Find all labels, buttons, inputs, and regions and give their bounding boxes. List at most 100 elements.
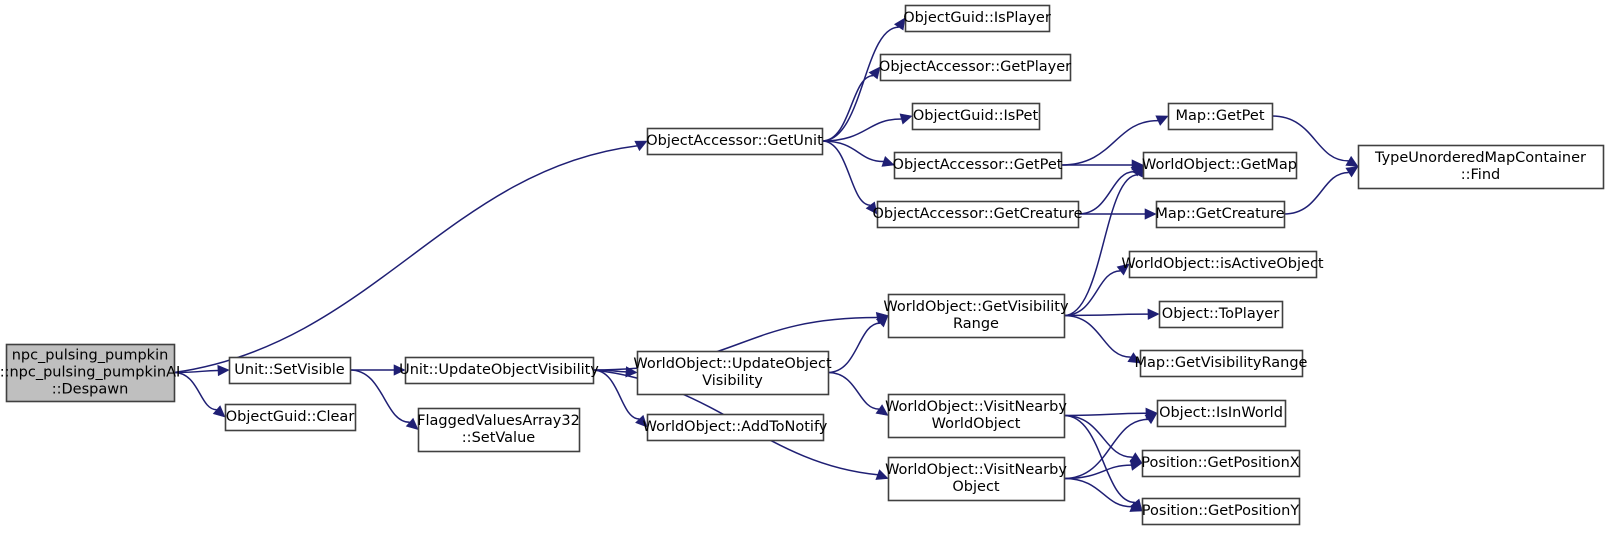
node-box-wogetmap[interactable] <box>1142 151 1298 180</box>
edge-setvisible-to-flaggedsetvalue <box>349 369 410 424</box>
node-label-mapgetvisrange: Map::GetVisibilityRange <box>1135 355 1308 371</box>
arrowhead-icon <box>875 404 889 416</box>
node-box-getcreature[interactable] <box>876 200 1080 229</box>
arrowhead-icon <box>899 113 913 125</box>
arrowhead-icon <box>212 405 226 418</box>
node-box-unitupdatevis[interactable] <box>404 356 595 385</box>
node-label-flaggedsetvalue: FlaggedValuesArray32::SetValue <box>417 413 580 446</box>
graph-node-isactiveobject[interactable]: WorldObject::isActiveObject <box>1121 250 1324 279</box>
node-label-toplayer: Object::ToPlayer <box>1162 306 1279 322</box>
node-box-mapgetvisrange[interactable] <box>1139 349 1304 378</box>
arrowhead-icon <box>1116 263 1130 276</box>
node-label-addtonotify: WorldObject::AddToNotify <box>643 419 828 435</box>
graph-node-mapgetcreature[interactable]: Map::GetCreature <box>1155 200 1286 229</box>
node-label-mapgetpet: Map::GetPet <box>1175 108 1264 124</box>
node-box-getpositionx[interactable] <box>1141 449 1301 478</box>
node-box-getunit[interactable] <box>646 127 824 156</box>
node-label-guidclear: ObjectGuid::Clear <box>226 409 355 425</box>
node-box-getpet[interactable] <box>893 151 1063 180</box>
node-label-typeunorderedfind: TypeUnorderedMapContainer::Find <box>1374 150 1586 183</box>
node-label-setvisible: Unit::SetVisible <box>234 362 345 378</box>
arrowhead-icon <box>875 315 889 328</box>
edge-woupdatevis-to-getvisrange <box>827 322 881 374</box>
edge-visitnearbyobj-to-getpositionx <box>1063 464 1132 480</box>
edge-visitnearbyobj-to-isinworld <box>1063 418 1149 480</box>
graph-node-guidispet[interactable]: ObjectGuid::IsPet <box>911 102 1041 131</box>
arrowhead-icon <box>1144 208 1157 220</box>
arrowhead-icon <box>1345 155 1359 167</box>
graph-node-addtonotify[interactable]: WorldObject::AddToNotify <box>643 413 828 442</box>
graph-node-unitupdatevis[interactable]: Unit::UpdateObjectVisibility <box>399 356 599 385</box>
node-box-woupdatevis[interactable] <box>636 350 830 396</box>
arrowhead-icon <box>875 469 889 480</box>
graph-node-isinworld[interactable]: Object::IsInWorld <box>1156 399 1287 428</box>
arrowhead-icon <box>393 364 406 376</box>
node-box-flaggedsetvalue[interactable] <box>417 407 581 453</box>
graph-node-getpositionx[interactable]: Position::GetPositionX <box>1141 449 1301 478</box>
edge-despawn-to-guidclear <box>173 371 217 411</box>
graph-node-guidisplayer[interactable]: ObjectGuid::IsPlayer <box>903 4 1051 33</box>
arrowhead-icon <box>1147 308 1160 320</box>
graph-node-getunit[interactable]: ObjectAccessor::GetUnit <box>646 127 824 156</box>
graph-node-getcreature[interactable]: ObjectAccessor::GetCreature <box>872 200 1083 229</box>
graph-node-flaggedsetvalue[interactable]: FlaggedValuesArray32::SetValue <box>417 407 581 453</box>
node-box-addtonotify[interactable] <box>646 413 825 442</box>
edge-getvisrange-to-isactiveobject <box>1063 270 1121 317</box>
arrowhead-icon <box>868 66 881 80</box>
graph-node-mapgetpet[interactable]: Map::GetPet <box>1167 102 1274 131</box>
arrowhead-icon <box>881 156 895 167</box>
node-label-getpet: ObjectAccessor::GetPet <box>893 157 1063 173</box>
node-label-unitupdatevis: Unit::UpdateObjectVisibility <box>399 362 599 378</box>
graph-node-toplayer[interactable]: Object::ToPlayer <box>1158 300 1284 329</box>
arrowhead-icon <box>634 140 648 152</box>
graph-node-guidclear[interactable]: ObjectGuid::Clear <box>224 403 357 432</box>
node-box-guidispet[interactable] <box>911 102 1041 131</box>
node-box-getplayer[interactable] <box>879 53 1072 82</box>
node-box-getvisrange[interactable] <box>887 293 1066 339</box>
node-label-getpositiony: Position::GetPositionY <box>1142 503 1300 519</box>
node-box-isinworld[interactable] <box>1156 399 1287 428</box>
graph-node-setvisible[interactable]: Unit::SetVisible <box>228 356 352 385</box>
node-label-guidisplayer: ObjectGuid::IsPlayer <box>903 10 1051 26</box>
node-box-mapgetpet[interactable] <box>1167 102 1274 131</box>
edge-getunit-to-guidispet <box>821 118 902 142</box>
node-box-visitnearbywo[interactable] <box>887 393 1066 439</box>
node-box-guidclear[interactable] <box>224 403 357 432</box>
graph-node-despawn[interactable]: npc_pulsing_pumpkin::npc_pulsing_pumpkin… <box>0 343 180 403</box>
node-box-getpositiony[interactable] <box>1141 497 1301 526</box>
node-box-toplayer[interactable] <box>1158 300 1284 329</box>
node-label-isinworld: Object::IsInWorld <box>1159 405 1283 421</box>
node-box-despawn[interactable] <box>5 343 176 403</box>
edge-getunit-to-getpet <box>821 140 884 163</box>
arrowhead-icon <box>405 417 419 430</box>
graph-node-getpositiony[interactable]: Position::GetPositionY <box>1141 497 1301 526</box>
edge-getpet-to-mapgetpet <box>1060 119 1159 166</box>
node-box-typeunorderedfind[interactable] <box>1357 144 1605 190</box>
edge-visitnearbywo-to-getpositionx <box>1063 414 1133 459</box>
node-box-isactiveobject[interactable] <box>1128 250 1318 279</box>
arrowhead-icon <box>1155 115 1169 126</box>
edge-visitnearbywo-to-getpositiony <box>1063 414 1136 504</box>
node-label-mapgetcreature: Map::GetCreature <box>1155 206 1284 222</box>
graph-node-wogetmap[interactable]: WorldObject::GetMap <box>1142 151 1298 180</box>
node-box-setvisible[interactable] <box>228 356 352 385</box>
node-label-despawn: npc_pulsing_pumpkin::npc_pulsing_pumpkin… <box>0 348 180 398</box>
edge-woupdatevis-to-visitnearbywo <box>827 371 880 410</box>
node-box-guidisplayer[interactable] <box>904 4 1051 33</box>
graph-node-mapgetvisrange[interactable]: Map::GetVisibilityRange <box>1135 349 1308 378</box>
node-box-visitnearbyobj[interactable] <box>887 456 1066 502</box>
graph-node-getpet[interactable]: ObjectAccessor::GetPet <box>893 151 1063 180</box>
edge-visitnearbyobj-to-getpositiony <box>1063 477 1132 508</box>
arrowhead-icon <box>1129 459 1143 471</box>
node-box-mapgetcreature[interactable] <box>1155 200 1286 229</box>
graph-node-getplayer[interactable]: ObjectAccessor::GetPlayer <box>879 53 1072 82</box>
graph-node-typeunorderedfind[interactable]: TypeUnorderedMapContainer::Find <box>1357 144 1605 190</box>
edge-getcreature-to-wogetmap <box>1077 170 1135 215</box>
node-label-guidispet: ObjectGuid::IsPet <box>913 108 1039 124</box>
